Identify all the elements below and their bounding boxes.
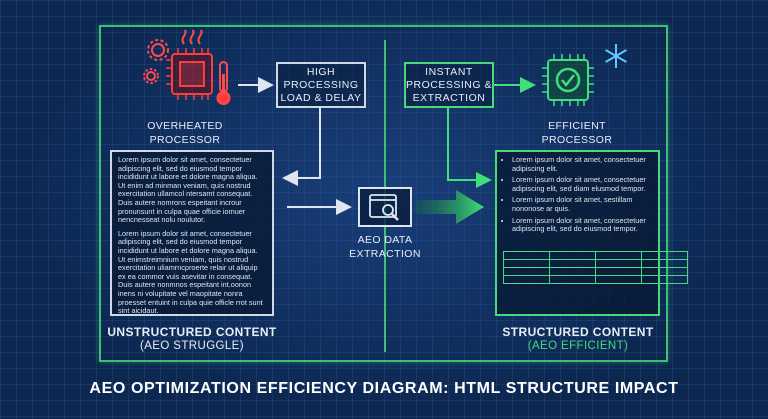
high-load-box: HIGH PROCESSING LOAD & DELAY [276,62,366,108]
structured-bullet: Lorem ipsum dolor sit amet, sestillam no… [512,196,652,213]
browser-search-icon [369,194,399,221]
unstructured-content-box: Lorem ipsum dolor sit amet, consectetuer… [110,150,274,316]
unstructured-paragraph: Lorem ipsum dolor sit amet, consectetuer… [118,228,263,316]
unstructured-content-title: UNSTRUCTURED CONTENT [107,325,277,339]
structured-bullet: Lorem ipsum dolor sit amet, consectetuer… [512,155,652,173]
arrow-load-to-content [282,108,321,186]
page-title: AEO OPTIMIZATION EFFICIENCY DIAGRAM: HTM… [89,380,679,397]
structured-bullet-list: Lorem ipsum dolor sit amet, consectetuer… [503,155,652,234]
structured-content-subtitle: (AEO EFFICIENT) [527,340,629,352]
instant-processing-box: INSTANT PROCESSING & EXTRACTION [404,62,494,108]
structured-bullet: Lorem ipsum dolor sit amet, consectetuer… [512,216,652,234]
unstructured-paragraph: Lorem ipsum dolor sit amet, consectetuer… [118,155,258,225]
unstructured-content-subtitle: (AEO STRUGGLE) [139,340,244,352]
arrow-instant-to-content [447,108,492,188]
efficient-processor-graphic [542,44,627,106]
diagram-frame [99,25,668,362]
extraction-icon-box [358,187,412,227]
big-arrow-extraction-to-structured [415,190,484,224]
structured-bullet: Lorem ipsum dolor sit amet, consectetuer… [512,175,652,193]
overheated-processor-graphic [143,30,231,105]
extraction-label: AEO DATA EXTRACTION [349,234,421,260]
structured-table [503,251,688,284]
thermometer-icon [216,61,231,105]
snowflake-icon [605,44,627,68]
structured-content-box: Lorem ipsum dolor sit amet, consectetuer… [495,150,660,316]
gear-icon [143,39,169,84]
overheated-processor-label: OVERHEATED PROCESSOR [147,120,223,146]
efficient-processor-label: EFFICIENT PROCESSOR [541,120,613,146]
processor-chip-icon [542,54,594,106]
heat-waves-icon [181,30,203,45]
structured-content-title: STRUCTURED CONTENT [502,325,654,339]
checkmark-icon [555,67,581,93]
processor-chip-icon [166,48,213,100]
